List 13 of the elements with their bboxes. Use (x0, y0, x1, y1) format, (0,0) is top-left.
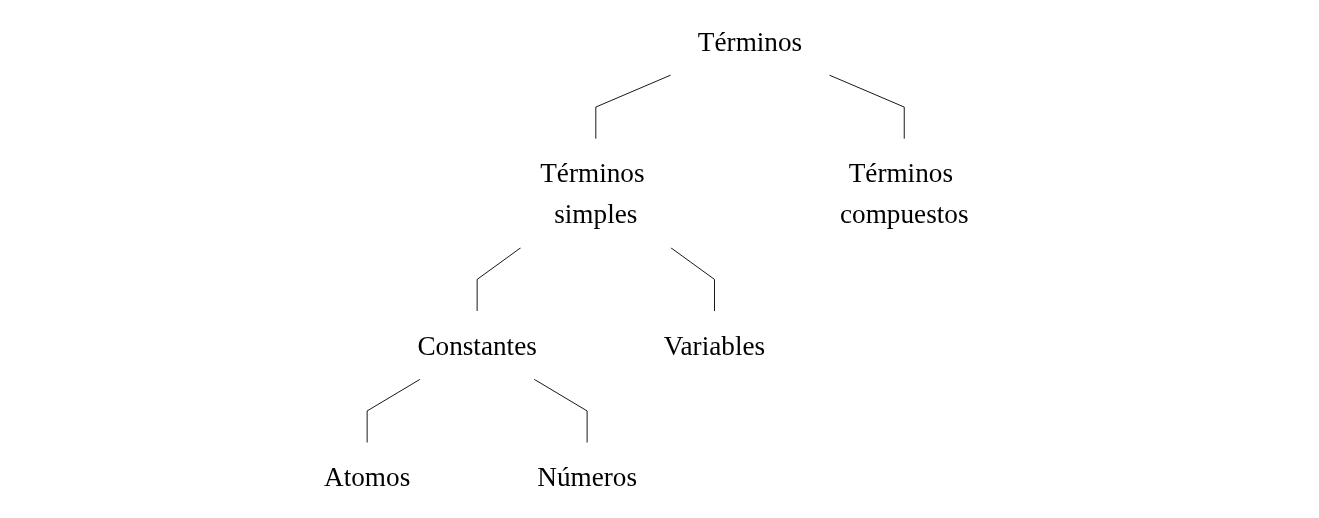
connector (366, 378, 421, 444)
connector (828, 74, 905, 140)
connector (595, 74, 672, 140)
node-text: Términos (697, 26, 803, 57)
connector (670, 247, 715, 312)
node-text: Variables (663, 330, 766, 361)
node-text: Términos compuestos (840, 157, 969, 229)
node-text: Términos simples (540, 157, 645, 229)
node-text: Números (537, 461, 638, 492)
connector (476, 247, 522, 312)
node-text: Constantes (417, 330, 537, 361)
connector (533, 378, 588, 444)
node-text: Atomos (324, 461, 411, 492)
